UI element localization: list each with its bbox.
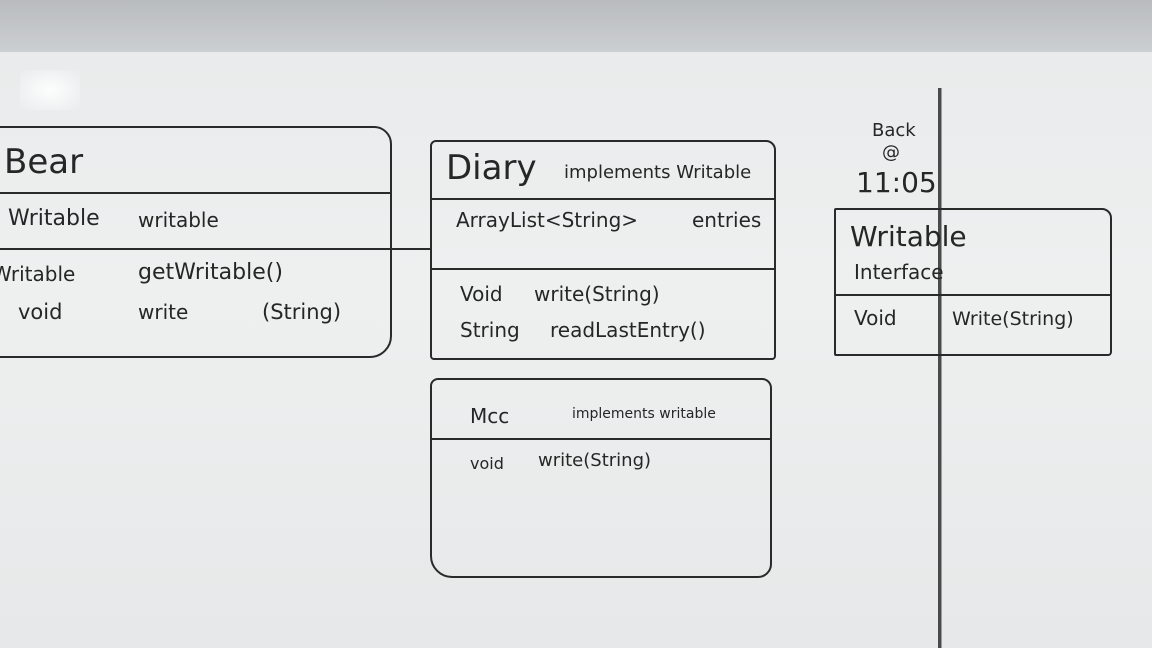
bear-method2-params: (String): [262, 300, 342, 324]
light-glare: [20, 70, 80, 110]
board-seam-edge: [941, 88, 942, 648]
diary-field-type: ArrayList<String>: [456, 208, 639, 232]
bear-class-title: Bear: [4, 142, 84, 182]
bear-field-name: writable: [138, 208, 219, 232]
mcc-method1-type: void: [470, 454, 504, 473]
writable-header-divider: [836, 294, 1110, 296]
mcc-class-title: Mcc: [470, 404, 510, 428]
board-seam: [938, 88, 941, 648]
diary-fields-divider: [432, 268, 774, 270]
bear-field-type: Writable: [8, 206, 100, 231]
note-at: @: [882, 142, 900, 163]
diary-method2-type: String: [460, 318, 520, 342]
bear-method1-type: Writable: [0, 262, 76, 286]
bear-class-box: Bear Writable writable Writable getWrita…: [0, 126, 392, 358]
diary-method1-type: Void: [460, 282, 503, 306]
diary-class-box: Diary implements Writable ArrayList<Stri…: [430, 140, 776, 360]
note-time: 11:05: [856, 166, 937, 199]
association-line: [388, 248, 430, 250]
whiteboard: [0, 52, 1152, 648]
writable-stereotype: Interface: [854, 260, 944, 284]
diary-implements-label: implements Writable: [564, 162, 752, 183]
mcc-method1-name: write(String): [538, 450, 652, 471]
bear-method1-name: getWritable(): [138, 260, 283, 285]
diary-field-name: entries: [692, 208, 762, 232]
bear-fields-divider: [0, 248, 390, 250]
diary-header-divider: [432, 198, 774, 200]
diary-class-title: Diary: [446, 148, 537, 188]
bear-method2-name: write: [138, 300, 189, 324]
bear-method2-type: void: [18, 300, 63, 324]
writable-method1-type: Void: [854, 306, 897, 330]
writable-method1-name: Write(String): [952, 308, 1074, 330]
wall-background: [0, 0, 1152, 60]
writable-interface-title: Writable: [850, 220, 967, 253]
writable-interface-box: Writable Interface Void Write(String): [834, 208, 1112, 356]
mcc-header-divider: [432, 438, 770, 440]
note-back: Back: [872, 120, 916, 141]
mcc-implements-label: implements writable: [572, 406, 716, 422]
diary-method1-name: write(String): [534, 282, 660, 306]
mcc-class-box: Mcc implements writable void write(Strin…: [430, 378, 772, 578]
diary-method2-name: readLastEntry(): [550, 318, 706, 342]
bear-header-divider: [0, 192, 390, 194]
